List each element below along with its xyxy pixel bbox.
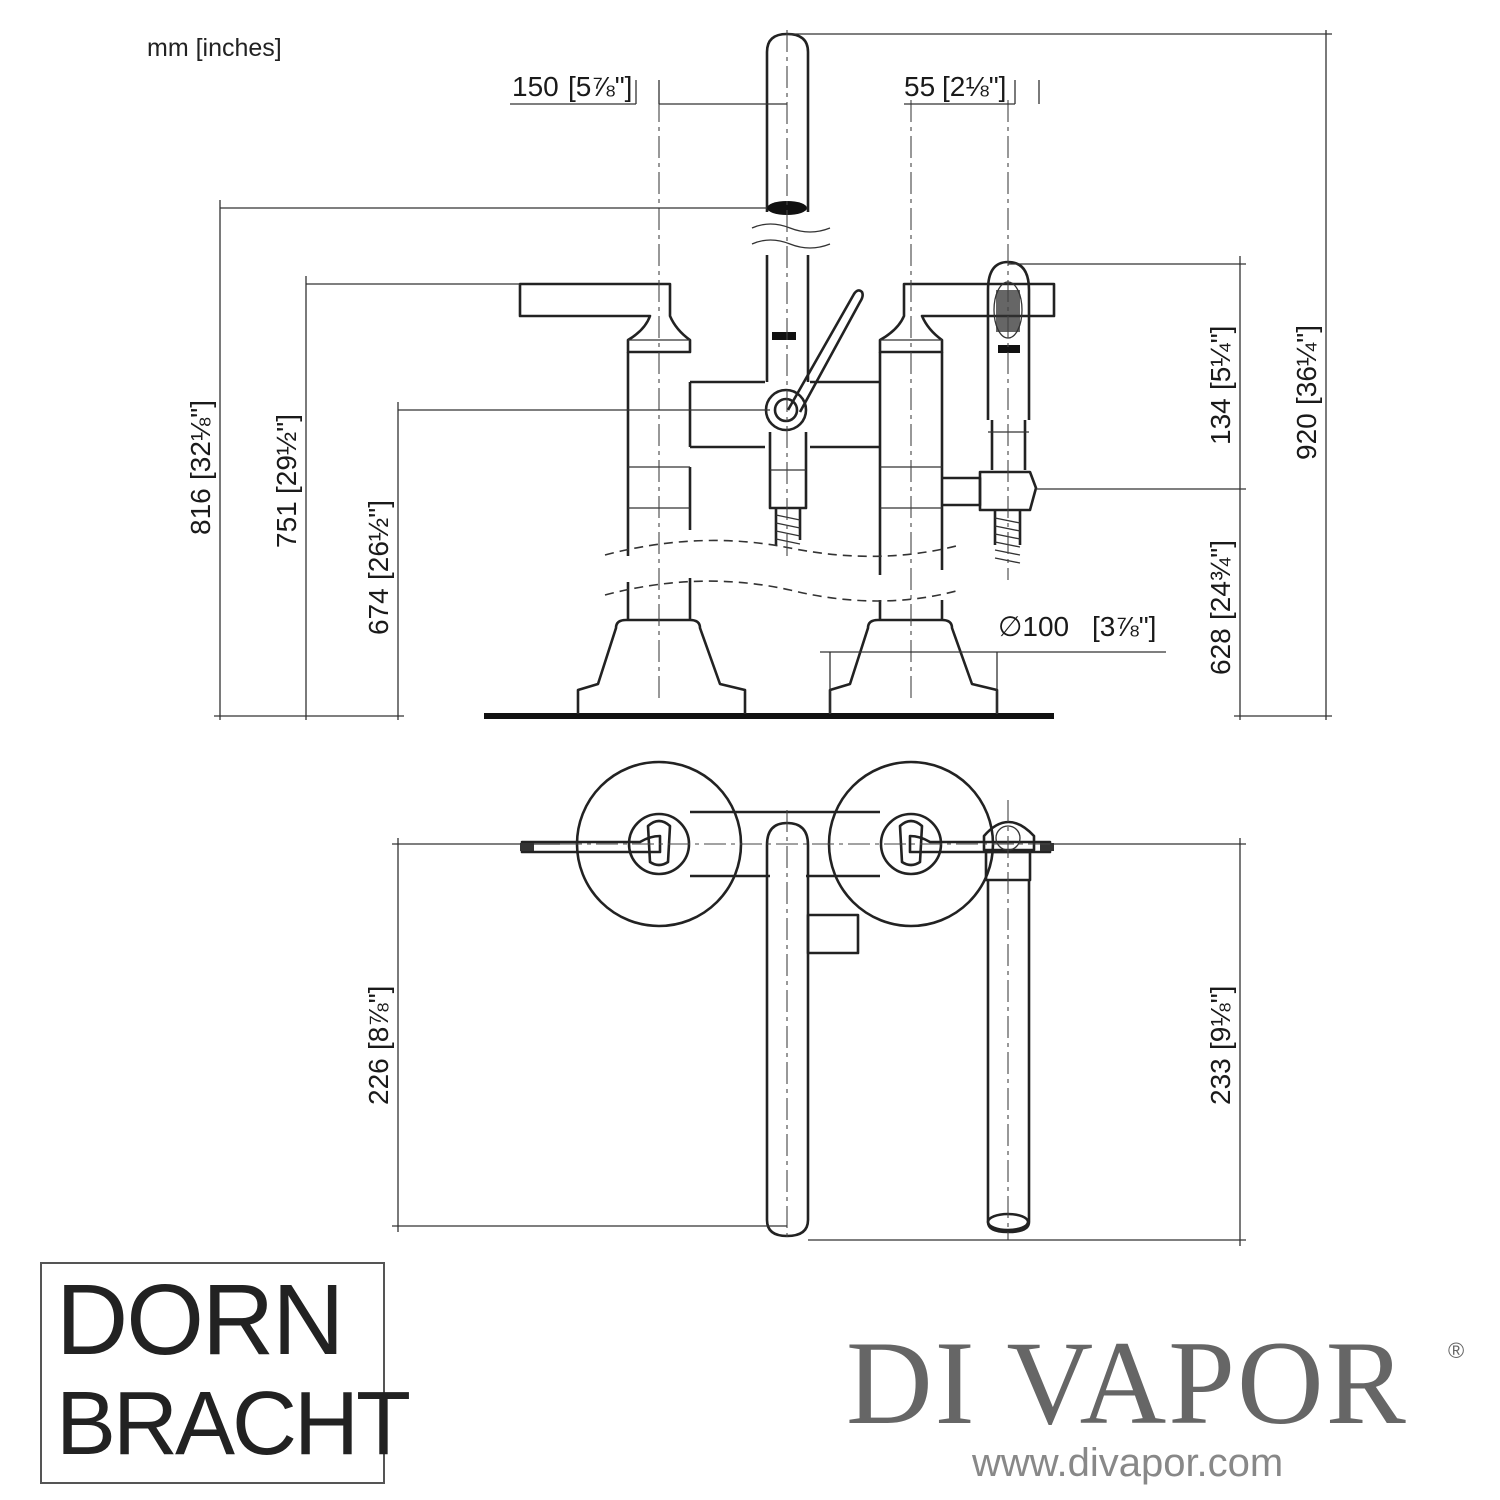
dim-751: 751 <box>271 501 302 548</box>
dim-134: 134 <box>1205 398 1236 445</box>
dim-674-in: [26½"] <box>363 500 394 580</box>
dim-diameter: ∅100 <box>998 611 1069 642</box>
dim-628-in: [24¾"] <box>1205 540 1236 620</box>
dim-920-in: [36¼"] <box>1291 325 1322 405</box>
dim-134-in: [5¼"] <box>1205 326 1236 390</box>
units-label: mm [inches] <box>147 34 282 62</box>
handshower-holder <box>942 476 982 507</box>
dim-674: 674 <box>363 588 394 635</box>
diverter-lever <box>786 289 864 413</box>
dim-diameter-in: [3⅞"] <box>1092 611 1156 642</box>
break-line-lower <box>604 580 961 602</box>
dimensions-front: 150 [5⅞"] 55 [2⅛"] 816 [32⅛"] 751 [29½"]… <box>185 30 1332 720</box>
dornbracht-logo-line2: BRACHT <box>56 1374 411 1474</box>
bridge-plan <box>690 810 880 878</box>
front-elevation <box>484 30 1056 719</box>
dim-150: 150 <box>512 71 559 102</box>
break-line-upper <box>604 539 961 558</box>
dim-751-in: [29½"] <box>271 414 302 494</box>
dimensions-plan: 226 [8⅞"] 233 [9⅛"] <box>363 838 1246 1246</box>
dim-816: 816 <box>185 488 216 535</box>
left-lever <box>518 282 692 354</box>
dornbracht-logo-line1: DORN <box>56 1264 344 1376</box>
dim-55-in: [2⅛"] <box>942 71 1006 102</box>
plan-view <box>520 760 1060 1240</box>
dim-233-in: [9⅛"] <box>1205 986 1236 1050</box>
dornbracht-logo: DORN BRACHT <box>40 1262 411 1484</box>
divapor-logo: DI VAPOR <box>846 1316 1408 1449</box>
spout-plan <box>765 821 810 1238</box>
dim-816-in: [32⅛"] <box>185 400 216 480</box>
dim-628: 628 <box>1205 628 1236 675</box>
right-base <box>828 618 999 714</box>
deck-plate <box>484 713 1054 719</box>
divapor-url: www.divapor.com <box>972 1441 1284 1485</box>
dim-150-in: [5⅞"] <box>568 71 632 102</box>
dim-226: 226 <box>363 1058 394 1105</box>
spout-outlet <box>767 201 807 215</box>
registered-mark: ® <box>1448 1338 1465 1363</box>
dim-55: 55 <box>904 71 935 102</box>
dim-920: 920 <box>1291 413 1322 460</box>
left-base <box>576 618 747 714</box>
dim-226-in: [8⅞"] <box>363 986 394 1050</box>
dim-233: 233 <box>1205 1058 1236 1105</box>
